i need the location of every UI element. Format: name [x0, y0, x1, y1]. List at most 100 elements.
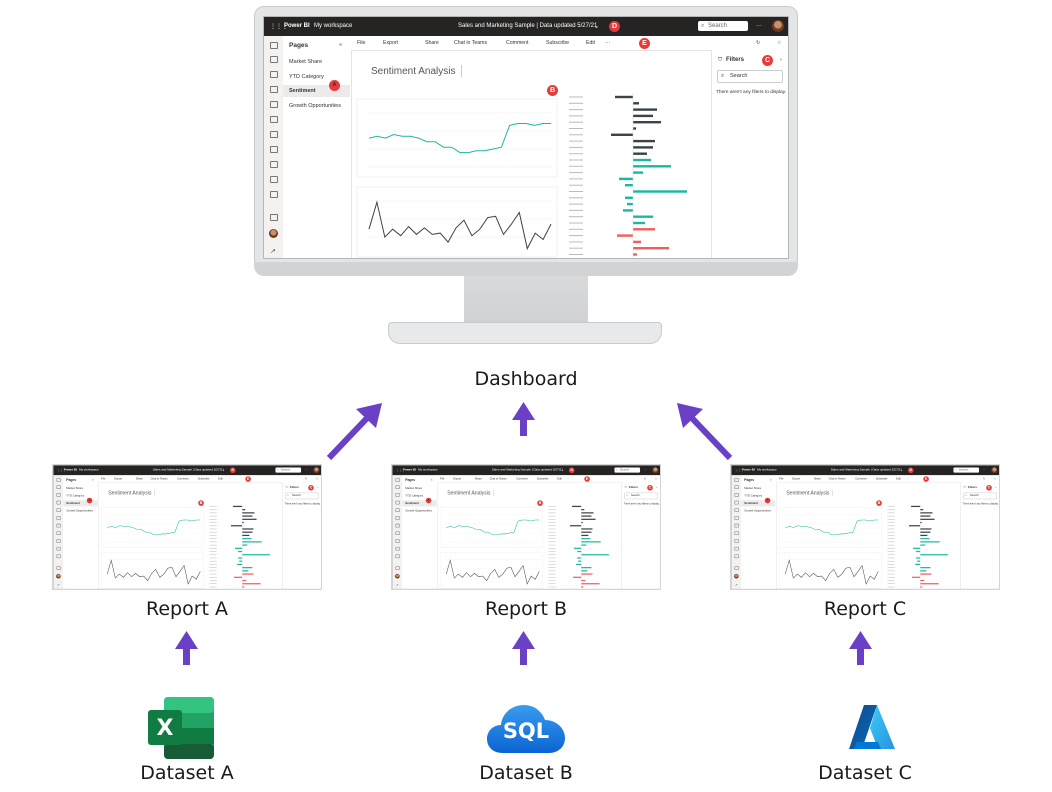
recent-icon[interactable] — [56, 500, 61, 505]
shared-icon[interactable] — [56, 539, 61, 543]
filters-search-input[interactable] — [624, 492, 658, 500]
workspace-link[interactable]: My workspace — [418, 468, 438, 472]
page-item[interactable]: YTD Category — [744, 494, 763, 498]
page-item[interactable]: YTD Category — [289, 74, 324, 80]
avatar[interactable] — [313, 467, 320, 474]
report-title-header[interactable]: Sales and Marketing Sample | Data update… — [458, 23, 598, 29]
more-options-icon[interactable]: ··· — [644, 468, 648, 472]
star-icon[interactable]: ☆ — [993, 477, 997, 481]
toolbar-comment[interactable]: Comment — [506, 40, 529, 46]
apps-icon[interactable] — [395, 531, 400, 536]
home-icon[interactable] — [270, 56, 278, 63]
star-icon[interactable]: ☆ — [777, 40, 782, 46]
toolbar-subscribe[interactable]: Subscribe — [197, 477, 210, 481]
toolbar-share[interactable]: Share — [425, 40, 439, 46]
create-icon[interactable] — [56, 508, 61, 513]
page-item-selected[interactable]: Sentiment — [405, 501, 419, 505]
toolbar-export[interactable]: Export — [792, 477, 801, 481]
chevron-down-icon[interactable]: ⌄ — [561, 469, 564, 473]
learn-icon[interactable] — [395, 546, 400, 551]
page-item[interactable]: Market Share — [289, 59, 323, 65]
workspaces-icon[interactable] — [56, 554, 61, 559]
toolbar-file[interactable]: File — [440, 477, 445, 481]
page-item[interactable]: Market Share — [405, 486, 423, 491]
workspace-icon[interactable] — [395, 566, 400, 570]
toolbar-edit[interactable]: Edit — [586, 40, 595, 46]
home-icon[interactable] — [734, 485, 739, 490]
recent-icon[interactable] — [734, 500, 739, 505]
favorites-icon[interactable] — [395, 493, 400, 497]
search-input[interactable]: ⌕ Search — [614, 467, 641, 473]
recent-icon[interactable] — [270, 86, 278, 93]
workspace-icon[interactable] — [56, 566, 61, 570]
workspace-avatar[interactable] — [395, 573, 400, 579]
menu-icon[interactable] — [395, 478, 400, 482]
toolbar-file[interactable]: File — [101, 477, 106, 481]
toolbar-more[interactable]: ··· — [227, 477, 231, 481]
home-icon[interactable] — [56, 485, 61, 490]
datasets-icon[interactable] — [395, 516, 400, 520]
workspace-avatar[interactable] — [734, 573, 739, 579]
search-input[interactable]: ⌕ Search — [275, 467, 302, 473]
more-options-icon[interactable]: ··· — [756, 23, 762, 29]
shared-icon[interactable] — [734, 539, 739, 543]
create-icon[interactable] — [270, 101, 278, 108]
toolbar-chat-in-teams[interactable]: Chat in Teams — [454, 40, 488, 46]
goals-icon[interactable] — [734, 523, 739, 528]
app-launcher-icon[interactable]: ⋮⋮⋮ — [56, 469, 66, 473]
toolbar-share[interactable]: Share — [135, 477, 143, 481]
learn-icon[interactable] — [270, 176, 278, 183]
page-item[interactable]: Growth Opportunities — [66, 509, 93, 513]
toolbar-chat-in-teams[interactable]: Chat in Teams — [150, 477, 168, 481]
refresh-icon[interactable]: ↻ — [756, 40, 761, 46]
workspace-link[interactable]: My workspace — [314, 23, 353, 29]
apps-icon[interactable] — [734, 531, 739, 536]
page-item[interactable]: Market Share — [744, 486, 762, 491]
more-options-icon[interactable]: ··· — [305, 468, 309, 472]
goals-icon[interactable] — [270, 131, 278, 138]
workspaces-icon[interactable] — [734, 554, 739, 559]
apps-icon[interactable] — [56, 531, 61, 536]
toolbar-export[interactable]: Export — [453, 477, 462, 481]
favorites-icon[interactable] — [270, 71, 278, 78]
toolbar-share[interactable]: Share — [474, 477, 482, 481]
chevron-right-icon[interactable]: › — [995, 485, 997, 490]
chevron-down-icon[interactable]: ⌄ — [222, 469, 225, 473]
refresh-icon[interactable]: ↻ — [305, 477, 308, 481]
datasets-icon[interactable] — [270, 116, 278, 123]
more-options-icon[interactable]: ··· — [983, 468, 987, 472]
collapse-icon[interactable]: « — [430, 478, 433, 482]
report-title-header[interactable]: Sales and Marketing Sample | Data update… — [830, 468, 902, 472]
menu-icon[interactable] — [270, 42, 278, 49]
chevron-down-icon[interactable]: ⌄ — [900, 469, 903, 473]
learn-icon[interactable] — [56, 546, 61, 551]
apps-icon[interactable] — [270, 146, 278, 153]
workspace-avatar[interactable] — [269, 229, 278, 238]
expand-icon[interactable]: ↗ — [395, 584, 399, 588]
create-icon[interactable] — [395, 508, 400, 513]
toolbar-chat-in-teams[interactable]: Chat in Teams — [489, 477, 507, 481]
toolbar-export[interactable]: Export — [383, 40, 398, 46]
refresh-icon[interactable]: ↻ — [983, 477, 986, 481]
toolbar-share[interactable]: Share — [813, 477, 821, 481]
chevron-right-icon[interactable]: › — [317, 485, 319, 490]
favorites-icon[interactable] — [734, 493, 739, 497]
favorites-icon[interactable] — [56, 493, 61, 497]
recent-icon[interactable] — [395, 500, 400, 505]
toolbar-comment[interactable]: Comment — [516, 477, 528, 481]
home-icon[interactable] — [395, 485, 400, 490]
refresh-icon[interactable]: ↻ — [644, 477, 647, 481]
workspace-icon[interactable] — [734, 566, 739, 570]
menu-icon[interactable] — [734, 478, 739, 482]
report-title-header[interactable]: Sales and Marketing Sample | Data update… — [491, 468, 563, 472]
report-title-header[interactable]: Sales and Marketing Sample | Data update… — [152, 468, 224, 472]
filters-search-input[interactable] — [963, 492, 997, 500]
page-item[interactable]: YTD Category — [405, 494, 424, 498]
app-launcher-icon[interactable]: ⋮⋮⋮ — [270, 24, 288, 30]
page-item-selected[interactable]: Sentiment — [289, 88, 316, 94]
workspace-icon[interactable] — [270, 214, 278, 221]
toolbar-file[interactable]: File — [357, 40, 366, 46]
shared-icon[interactable] — [395, 539, 400, 543]
toolbar-more[interactable]: ··· — [605, 40, 611, 46]
create-icon[interactable] — [734, 508, 739, 513]
